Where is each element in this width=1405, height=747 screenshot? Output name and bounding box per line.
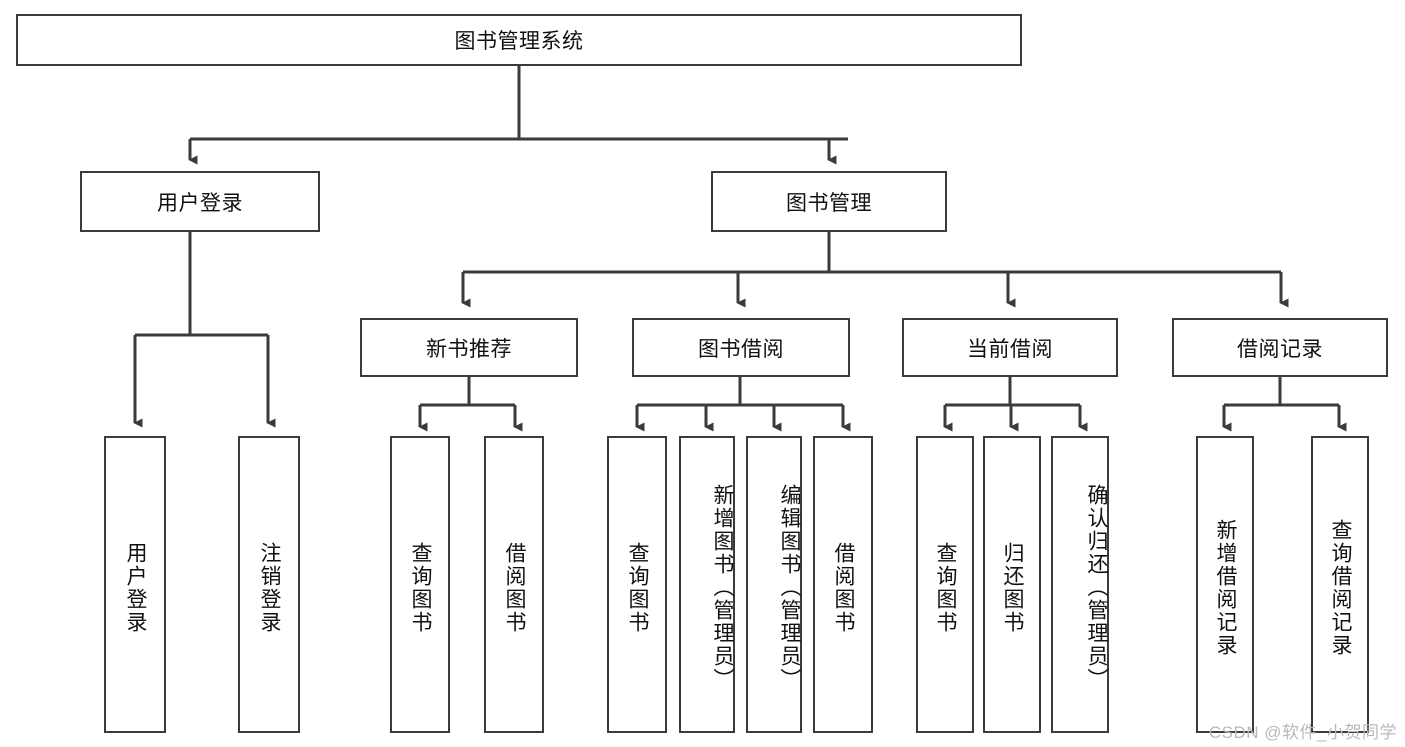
node-label: 图书借阅 — [698, 337, 784, 361]
node-label: 查询图书 — [409, 541, 433, 634]
node-label: 借阅图书 — [832, 541, 856, 634]
node-label: 查询图书 — [626, 541, 650, 634]
node-label: 用户登录 — [124, 541, 148, 634]
node-label: 注销登录 — [258, 541, 282, 634]
leaf-return-book[interactable]: 归还图书 — [983, 436, 1041, 733]
node-label: 当前借阅 — [967, 337, 1053, 361]
node-root-system[interactable]: 图书管理系统 — [16, 14, 1022, 66]
node-borrow-record[interactable]: 借阅记录 — [1172, 318, 1388, 377]
leaf-borrow-book-recommend[interactable]: 借阅图书 — [484, 436, 544, 733]
leaf-user-login[interactable]: 用户登录 — [104, 436, 166, 733]
csdn-watermark: CSDN @软件_小贺同学 — [1208, 723, 1397, 742]
node-label: 图书管理 — [786, 191, 872, 215]
node-label: 借阅记录 — [1237, 337, 1323, 361]
node-label: 用户登录 — [157, 191, 243, 215]
node-label: 归还图书 — [1001, 541, 1025, 634]
leaf-confirm-return-admin[interactable]: 确认归还（管理员） — [1051, 436, 1109, 733]
node-label: 确认归还（管理员） — [1085, 484, 1108, 691]
node-label: 图书管理系统 — [454, 30, 584, 53]
node-user-login[interactable]: 用户登录 — [80, 171, 320, 232]
node-book-management[interactable]: 图书管理 — [711, 171, 947, 232]
node-current-borrow[interactable]: 当前借阅 — [902, 318, 1118, 377]
node-label: 编辑图书（管理员） — [778, 484, 801, 691]
node-label: 新书推荐 — [426, 337, 512, 361]
leaf-query-borrow-record[interactable]: 查询借阅记录 — [1311, 436, 1369, 733]
node-label: 新增图书（管理员） — [711, 484, 734, 691]
leaf-add-borrow-record[interactable]: 新增借阅记录 — [1196, 436, 1254, 733]
node-label: 查询图书 — [934, 541, 958, 634]
node-new-book-recommend[interactable]: 新书推荐 — [360, 318, 578, 377]
leaf-query-book-recommend[interactable]: 查询图书 — [390, 436, 450, 733]
leaf-logout[interactable]: 注销登录 — [238, 436, 300, 733]
leaf-query-book-current[interactable]: 查询图书 — [916, 436, 974, 733]
node-label: 查询借阅记录 — [1329, 518, 1353, 657]
node-book-borrow[interactable]: 图书借阅 — [632, 318, 850, 377]
leaf-edit-book-admin[interactable]: 编辑图书（管理员） — [746, 436, 802, 733]
node-label: 新增借阅记录 — [1214, 518, 1238, 657]
leaf-add-book-admin[interactable]: 新增图书（管理员） — [679, 436, 735, 733]
leaf-query-book-borrow[interactable]: 查询图书 — [607, 436, 667, 733]
leaf-borrow-book-borrow[interactable]: 借阅图书 — [813, 436, 873, 733]
node-label: 借阅图书 — [503, 541, 527, 634]
